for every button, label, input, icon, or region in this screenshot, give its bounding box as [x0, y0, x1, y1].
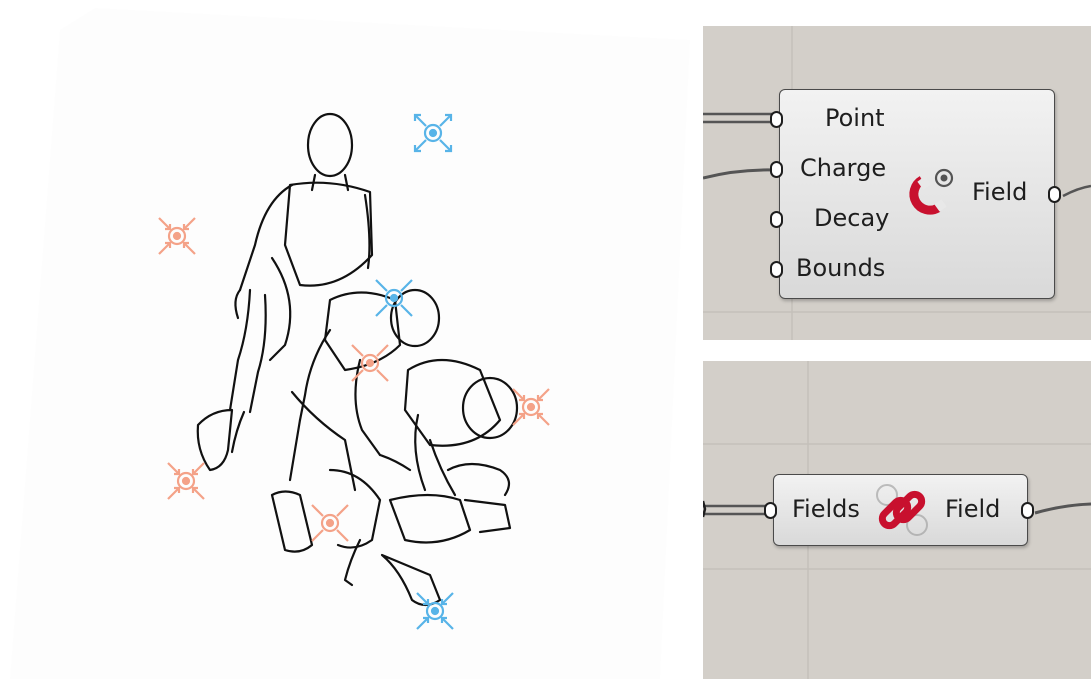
decay-input-grip[interactable] — [770, 211, 783, 228]
charge-input-grip[interactable] — [770, 161, 783, 178]
viewport-drawing — [10, 8, 690, 679]
output-field-label: Field — [972, 178, 1028, 206]
field-output-grip[interactable] — [1048, 186, 1061, 203]
input-bounds-label: Bounds — [796, 254, 886, 282]
attractor-icon[interactable] — [416, 592, 454, 630]
merge-fields-component[interactable]: Fields Field — [773, 474, 1028, 546]
repeller-icon[interactable] — [167, 462, 205, 500]
input-charge-label: Charge — [800, 154, 887, 182]
output-field-label: Field — [945, 495, 1001, 523]
repeller-icon[interactable] — [311, 504, 349, 542]
viewport[interactable] — [0, 0, 700, 679]
input-point-label: Point — [825, 104, 885, 132]
field-output-grip[interactable] — [1021, 502, 1034, 519]
chain-link-icon — [876, 484, 928, 536]
repeller-icon[interactable] — [351, 344, 389, 382]
input-fields-label: Fields — [792, 495, 860, 523]
attractor-icon[interactable] — [375, 279, 413, 317]
repeller-icon[interactable] — [158, 217, 196, 255]
point-charge-component[interactable]: Point Charge Decay Bounds Field — [779, 89, 1055, 299]
viewport-page — [10, 8, 690, 679]
repeller-icon[interactable] — [512, 388, 550, 426]
input-decay-label: Decay — [814, 204, 890, 232]
attractor-icon[interactable] — [413, 113, 453, 153]
grasshopper-canvas-top[interactable]: Point Charge Decay Bounds Field — [703, 26, 1091, 340]
bounds-input-grip[interactable] — [770, 261, 783, 278]
mannequin-sketch — [196, 112, 519, 607]
fields-input-grip[interactable] — [764, 502, 777, 519]
magnet-icon — [909, 168, 954, 215]
grasshopper-canvas-bottom[interactable]: Fields Field — [703, 361, 1091, 679]
point-input-grip[interactable] — [770, 111, 783, 128]
